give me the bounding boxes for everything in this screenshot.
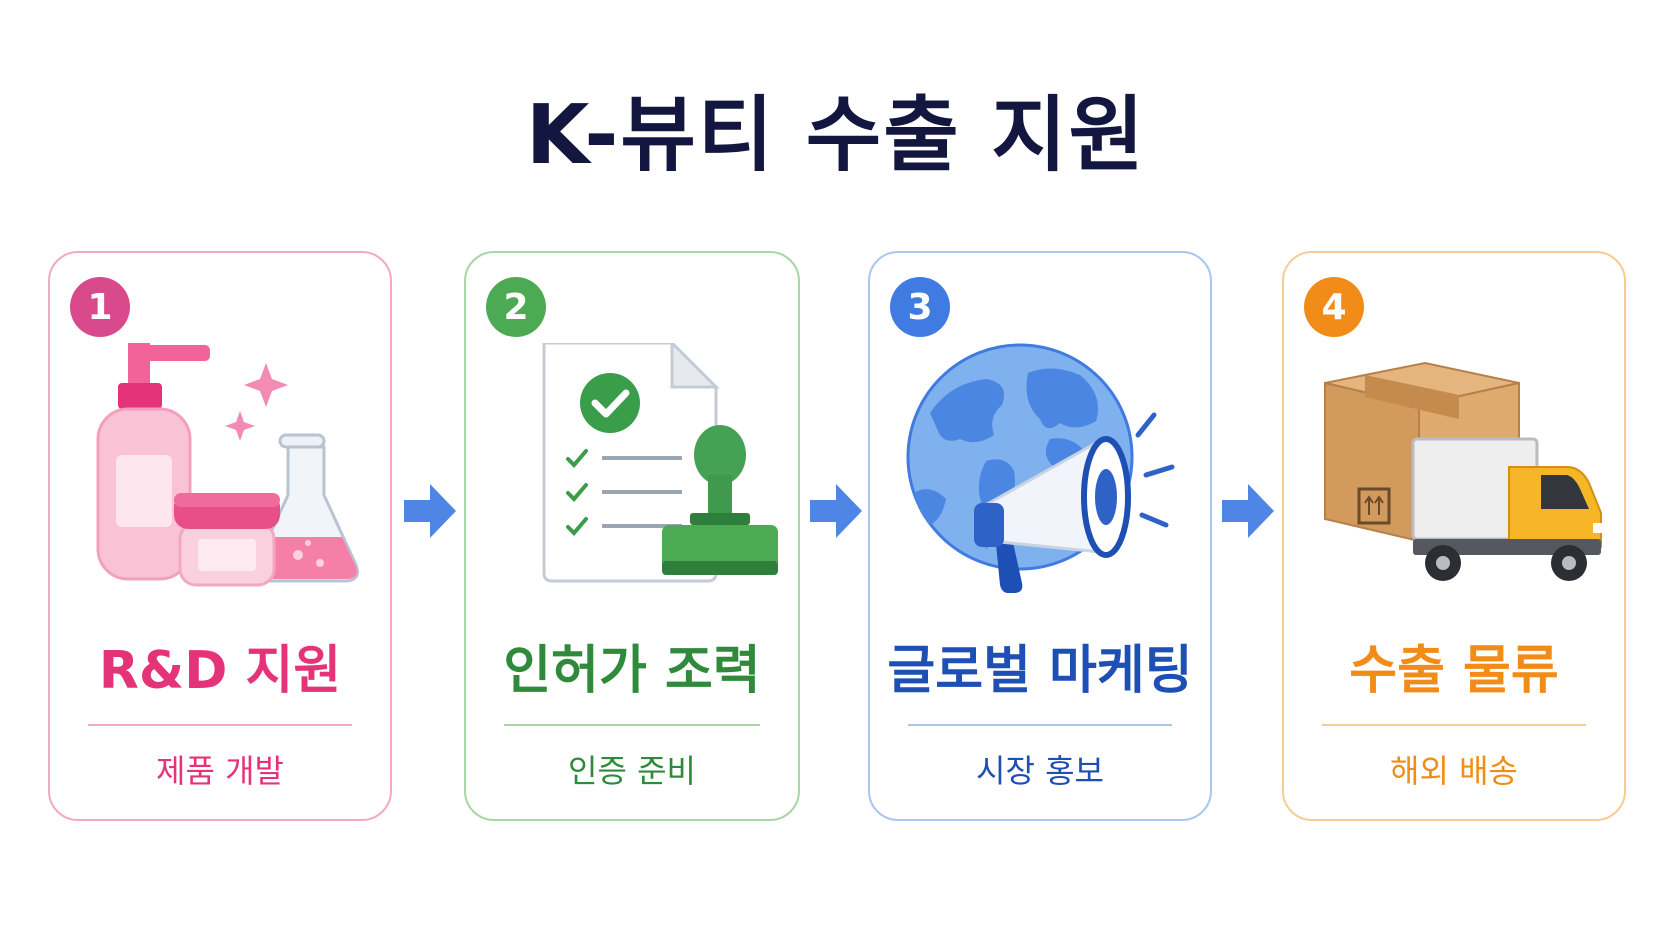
cosmetics-lab-icon (96, 343, 359, 587)
globe-megaphone-icon (906, 343, 1175, 593)
step-subtitle: 제품 개발 (156, 752, 284, 790)
step-divider (88, 724, 352, 726)
flow-arrow-2 (808, 480, 864, 542)
step-card-certification: 2 인허가 조력 인증 준비 (464, 251, 800, 821)
step-card-rnd: 1 R&D 지원 제품 개발 (48, 251, 392, 821)
step-title: 글로벌 마케팅 (887, 641, 1193, 701)
step-number-badge: 3 (890, 277, 950, 337)
box-truck-icon (1324, 361, 1603, 581)
step-subtitle: 인증 준비 (568, 752, 696, 790)
arrow-right-icon (404, 484, 456, 538)
page-title: K-뷰티 수출 지원 (525, 88, 1147, 183)
step-divider (1322, 724, 1586, 726)
step-subtitle: 해외 배송 (1390, 752, 1518, 790)
step-card-logistics: 4 수출 물류 해외 배송 (1282, 251, 1626, 821)
flow-arrow-3 (1220, 480, 1276, 542)
step-divider (908, 724, 1172, 726)
step-divider (504, 724, 760, 726)
arrow-right-icon (810, 484, 862, 538)
step-number-badge: 1 (70, 277, 130, 337)
step-title: R&D 지원 (98, 641, 342, 701)
step-title: 수출 물류 (1349, 641, 1559, 701)
step-subtitle: 시장 홍보 (976, 752, 1104, 790)
step-number-badge: 2 (486, 277, 546, 337)
flow-arrow-1 (402, 480, 458, 542)
arrow-right-icon (1222, 484, 1274, 538)
certification-stamp-icon (542, 343, 778, 583)
step-card-marketing: 3 글로벌 마케팅 시장 홍보 (868, 251, 1212, 821)
step-number-badge: 4 (1304, 277, 1364, 337)
step-title: 인허가 조력 (503, 641, 761, 701)
